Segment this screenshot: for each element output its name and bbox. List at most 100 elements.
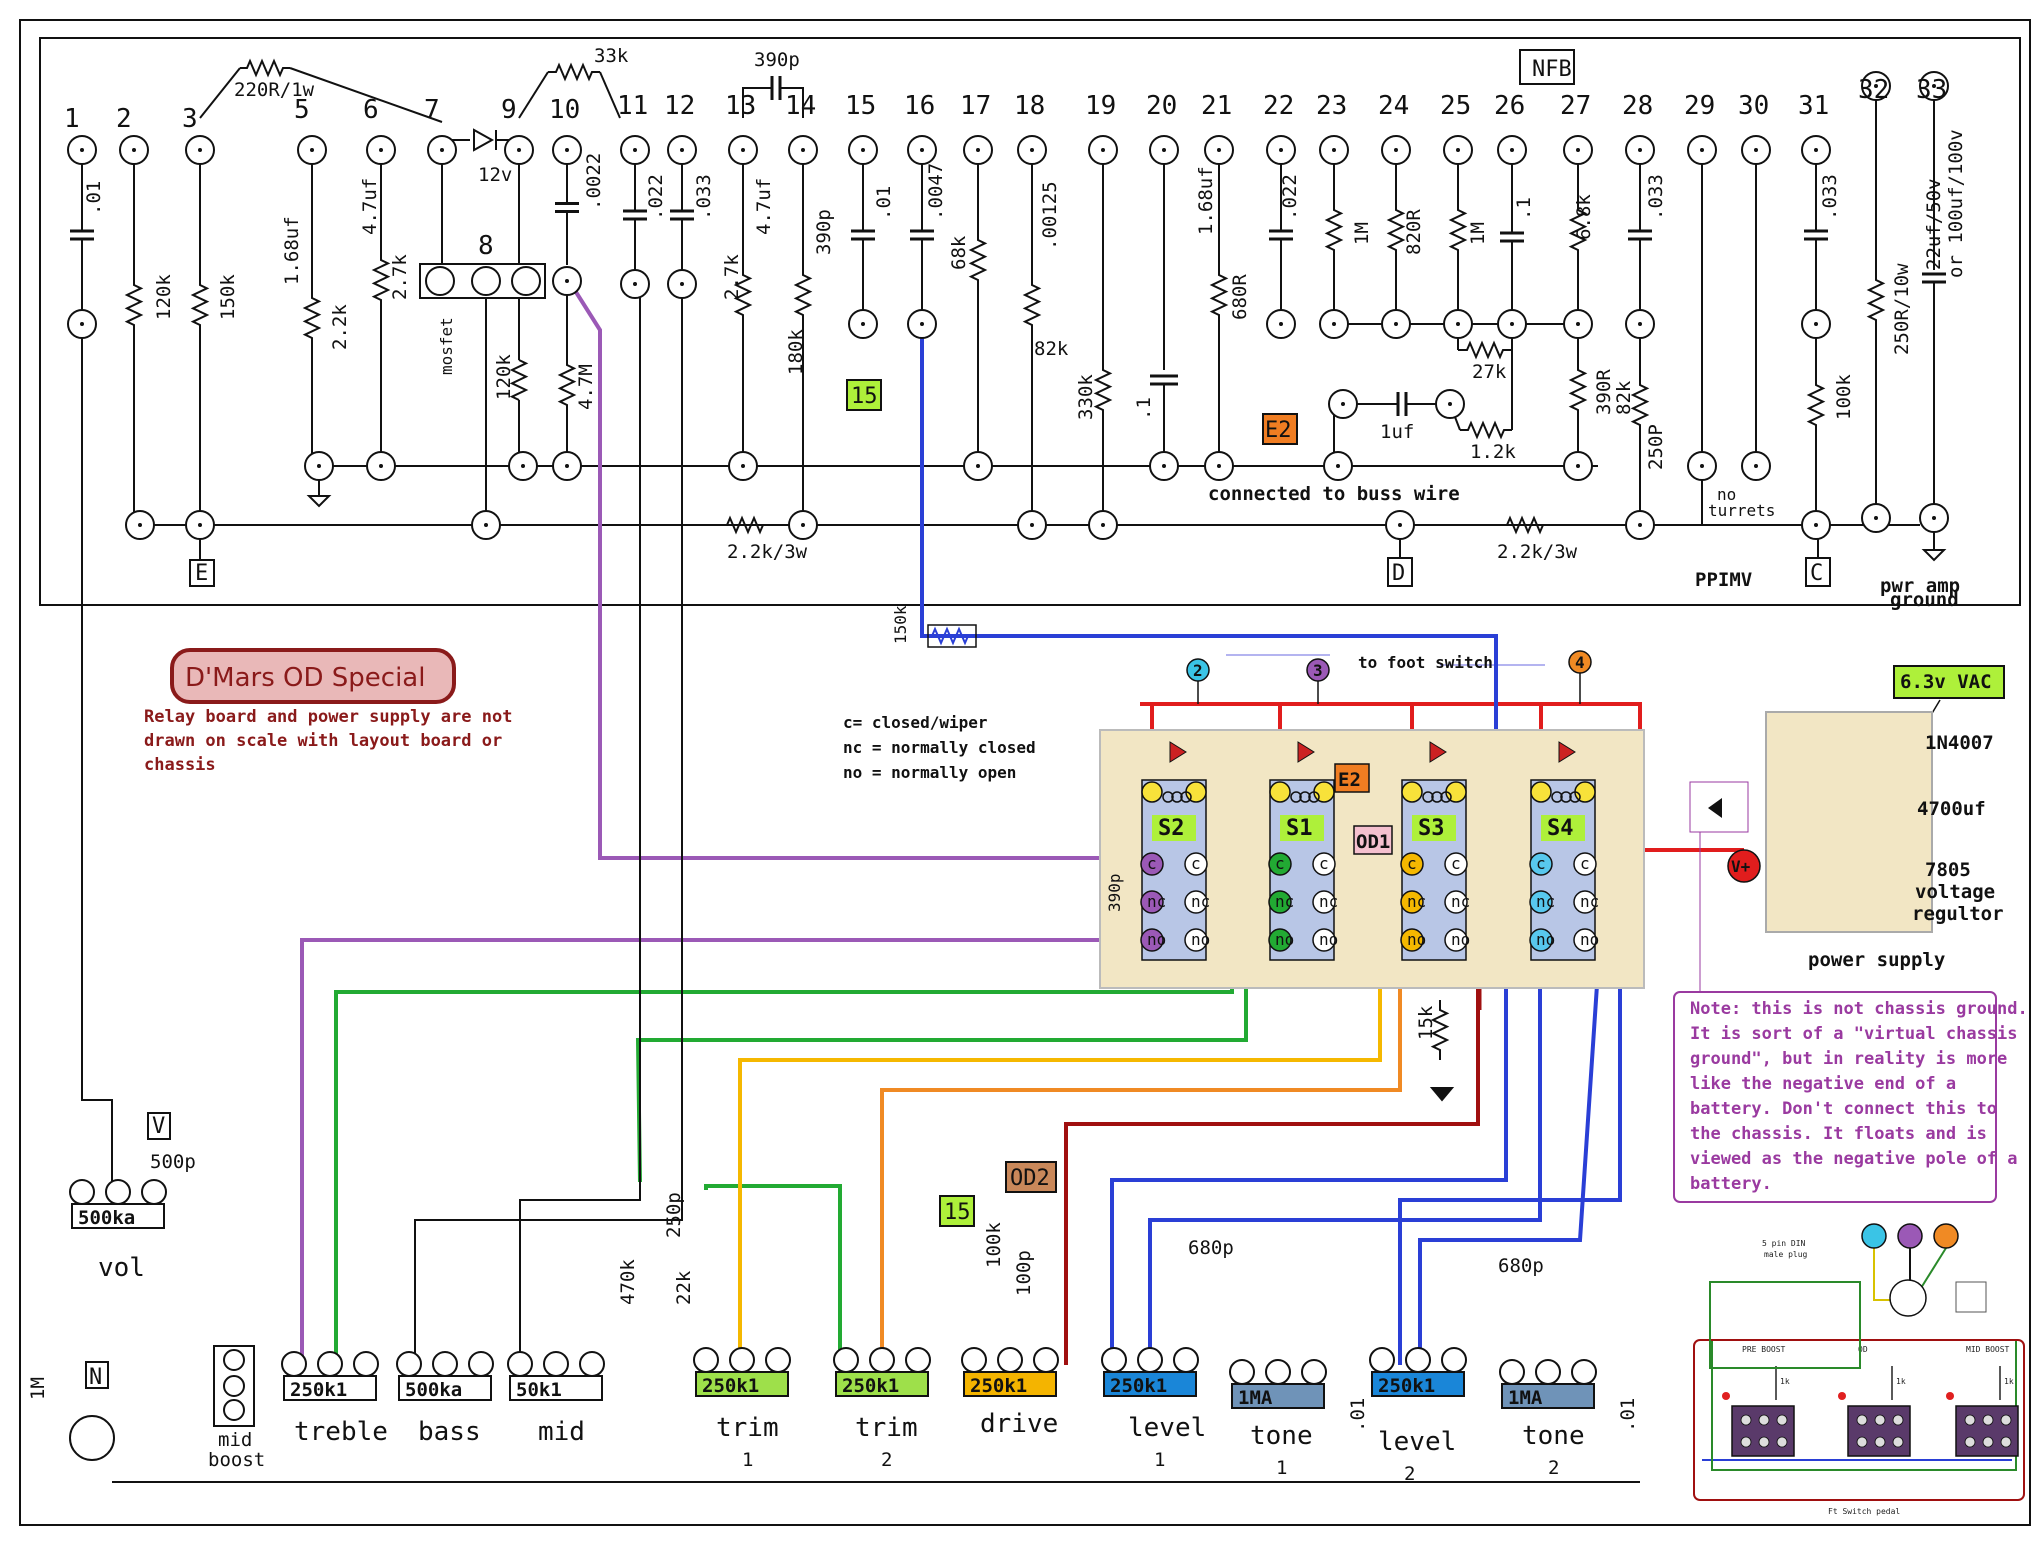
c-680p-1-label: 680p [1188, 1237, 1234, 1259]
wire-black-2 [414, 285, 683, 1365]
turret-num-25: 25 [1440, 91, 1471, 121]
turret-10-bus-dot [565, 464, 569, 468]
inset-lug [1740, 1436, 1752, 1448]
res-3 [190, 270, 210, 340]
turret-num-5: 5 [294, 95, 310, 125]
reg-label-2: voltage [1915, 881, 1995, 903]
turret-26-dot [1510, 148, 1514, 152]
note-line-5: battery. Don't connect this to [1690, 1099, 1997, 1119]
coil-loop [1299, 791, 1311, 803]
turret-25-dot [1456, 148, 1460, 152]
pwr-amp-ground-2: ground [1890, 589, 1959, 611]
relay-pin-label-no: no [1536, 930, 1555, 949]
relay-pin-label-c: c [1191, 854, 1201, 873]
reg-label-1: 7805 [1925, 859, 1971, 881]
res-28 [1630, 380, 1650, 430]
pot-lug [1301, 1359, 1327, 1385]
reg-label-3: regultor [1912, 903, 2004, 925]
turret-20-bus-dot [1162, 464, 1166, 468]
pot-lug [765, 1347, 791, 1373]
relay-pin-nc [1184, 890, 1208, 914]
pot-lug [1265, 1359, 1291, 1385]
turret-22-dot [1279, 148, 1283, 152]
res-14 [793, 270, 813, 320]
tag-v [147, 1112, 171, 1140]
c-100p-label: 100p [1013, 1250, 1035, 1296]
cap-33b-label: or 100uf/100v [1945, 129, 1967, 278]
wire-green-3 [704, 1184, 842, 1350]
res-2 [124, 270, 144, 340]
res-14-label: 180k [785, 329, 807, 375]
relay-pin-label-nc: nc [1451, 892, 1470, 911]
inset-ground-box [1955, 1281, 1987, 1313]
no-turrets-2: turrets [1708, 501, 1775, 520]
pot-5 [835, 1371, 929, 1397]
inset-lug [1856, 1436, 1868, 1448]
res-27b [1568, 360, 1588, 420]
tag-e2-relay-text: E2 [1338, 769, 1361, 791]
relay-pin-nc [1529, 890, 1553, 914]
inset-lug [1758, 1414, 1770, 1426]
pot-1 [283, 1375, 377, 1401]
cap-11-label: .022 [645, 174, 667, 220]
mid-boost-pin [223, 1375, 245, 1397]
coil-loop [1560, 791, 1572, 803]
pot-lug [1369, 1347, 1395, 1373]
inset-r-1: 1k [1896, 1377, 1906, 1386]
res-5-label: 2.2k [329, 304, 351, 350]
inset-label-1: OD [1858, 1345, 1868, 1354]
pot-lug [693, 1347, 719, 1373]
cap-label: 4700uf [1917, 798, 1986, 820]
wire-purple-1 [567, 279, 1152, 860]
turret-num-26: 26 [1494, 91, 1525, 121]
pot-10 [1501, 1383, 1595, 1409]
pot-name-3: mid [538, 1417, 585, 1447]
res-13 [733, 270, 753, 320]
turret-11-low-dot [633, 282, 637, 286]
inset-led-2 [1946, 1392, 1954, 1400]
tag-od1 [1353, 825, 1393, 855]
turret-num-3: 3 [182, 104, 198, 134]
coil-loop [1551, 791, 1563, 803]
relay-pin-label-nc: nc [1580, 892, 1599, 911]
foot-switch-pin-4 [1568, 650, 1592, 674]
inset-lug [1982, 1414, 1994, 1426]
title-note-2: drawn on scale with layout board or [144, 731, 502, 751]
mosfet-pin-2 [471, 266, 501, 296]
coil-pin-a [1401, 781, 1423, 803]
pot-lug [961, 1347, 987, 1373]
pot-lug [997, 1347, 1023, 1373]
inset-din-plug [1889, 1279, 1927, 1317]
pot-name-9: level [1378, 1427, 1456, 1457]
pot-4 [695, 1371, 789, 1397]
inset-lug [1856, 1414, 1868, 1426]
coil-loop [1171, 791, 1183, 803]
pot-lug [1441, 1347, 1467, 1373]
pot-lug [579, 1351, 605, 1377]
res-24-label: 820R [1403, 209, 1425, 255]
turret-num-16: 16 [904, 91, 935, 121]
res-bus-2 [1500, 515, 1550, 535]
cap-6-label: 4.7uf [359, 178, 381, 235]
cap-21-label: 1.68uf [1195, 166, 1217, 235]
res-bus-2-label: 2.2k/3w [1497, 541, 1578, 563]
wire-black-1 [519, 285, 641, 1365]
relay-label-S3: S3 [1418, 816, 1445, 841]
inset-lug [1740, 1414, 1752, 1426]
turret-9-dot [517, 148, 521, 152]
res-23 [1324, 200, 1344, 260]
relay-pin-label-nc: nc [1275, 892, 1294, 911]
turret-num-29: 29 [1684, 91, 1715, 121]
relay-pin-label-c: c [1451, 854, 1461, 873]
pot-lug [468, 1351, 494, 1377]
res-bus-1 [720, 515, 770, 535]
inset-switch-1 [1847, 1405, 1911, 1457]
pot-lug [105, 1179, 131, 1205]
res-17 [968, 230, 988, 290]
relay-pin-no [1400, 928, 1424, 952]
layout-board-frame [39, 37, 2021, 606]
foot-switch-pin-2 [1186, 658, 1210, 682]
relay-pin-nc [1268, 890, 1292, 914]
res-18 [1022, 280, 1042, 330]
res-18-label: 82k [1034, 338, 1069, 360]
